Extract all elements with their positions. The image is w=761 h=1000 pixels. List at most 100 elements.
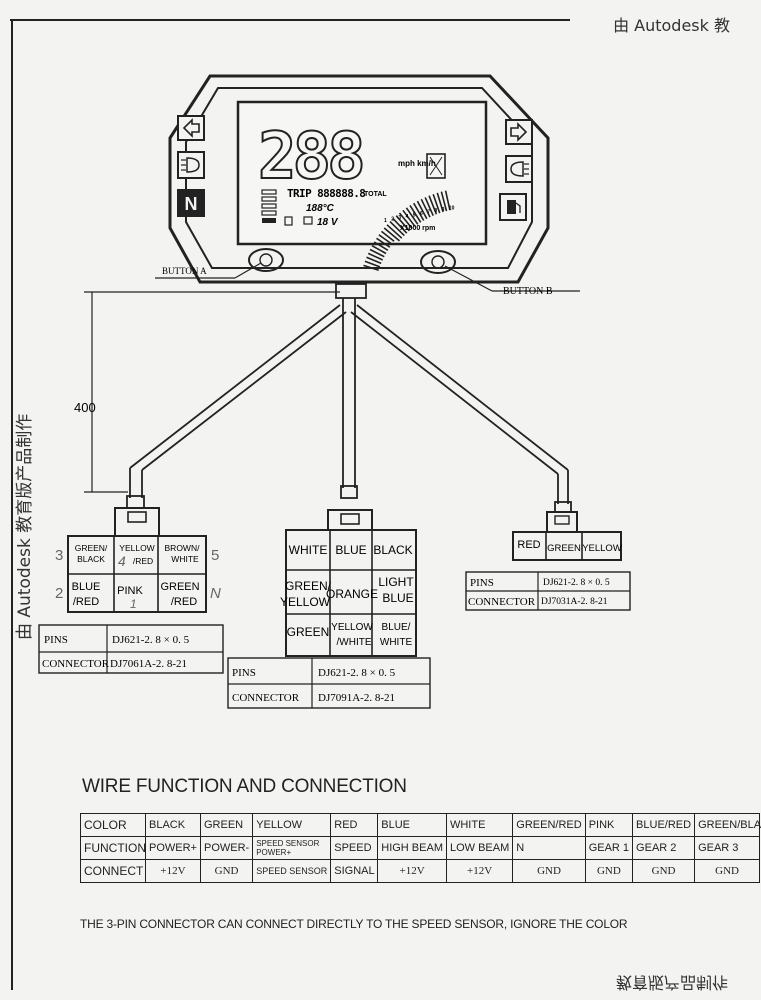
wire-table-cell: WHITE [445, 813, 514, 837]
wire-table-cell: BLUE/RED [632, 813, 696, 837]
svg-text:WHITE: WHITE [289, 543, 328, 557]
button-a-label: BUTTON A [162, 266, 207, 276]
rpm-bar [364, 260, 381, 268]
rpm-bar [389, 221, 405, 237]
connector-left: GREEN/ BLACK YELLOW /RED BROWN/ WHITE BL… [38, 507, 224, 674]
wire-table-cell: PINK [584, 813, 634, 837]
wire-table-cell: GND [632, 859, 696, 883]
rpm-bar [366, 256, 382, 265]
neutral-icon: N [185, 194, 198, 214]
svg-text:YELLOW: YELLOW [331, 622, 373, 633]
wire-harness [126, 283, 572, 513]
rpm-bar [363, 264, 379, 272]
rpm-bar [413, 202, 425, 221]
rpm-bar [373, 241, 389, 251]
gear-digit-box [426, 153, 446, 179]
pin-n: N [210, 585, 221, 602]
wire-table-cell: YELLOW [252, 813, 332, 837]
rpm-bar [432, 193, 441, 214]
wire-table-cell: GND [584, 859, 634, 883]
rpm-tick-label: 9 [442, 207, 445, 213]
wire-table-cell: GEAR 1 [584, 836, 634, 860]
svg-text:BROWN/: BROWN/ [165, 543, 201, 553]
svg-text:PINS: PINS [470, 577, 494, 589]
rpm-bar [424, 197, 434, 217]
rpm-tick-label: 8 [434, 208, 437, 214]
fuel-small-icon [284, 216, 293, 226]
svg-text:/RED: /RED [171, 596, 197, 608]
svg-text:DJ621-2. 8 × 0. 5: DJ621-2. 8 × 0. 5 [543, 578, 610, 588]
wire-table-cell: +12V [377, 859, 447, 883]
wire-table-cell: SPEED SENSOR [252, 859, 332, 883]
svg-text:PINS: PINS [232, 667, 256, 679]
wiring-diagram: N 288 mph km/h TRIP 888888.8 TOTAL 188°C… [10, 19, 631, 990]
svg-text:GREEN: GREEN [160, 581, 199, 593]
rpm-tick-label: 10 [449, 205, 455, 211]
speed-unit-label: mph km/h [398, 159, 436, 168]
rpm-bar [398, 212, 413, 230]
wire-table-cell: SPEED SENSOR POWER+ [252, 836, 332, 860]
rpm-tick-label: 2 [391, 217, 394, 223]
connector-right: RED GREEN YELLOW PINS DJ621-2. 8 × 0. 5 … [465, 511, 631, 611]
rpm-bar [402, 209, 416, 227]
wire-table-cell: POWER- [199, 836, 254, 860]
button-a-cap[interactable] [259, 253, 273, 267]
rpm-bar [386, 224, 403, 239]
rpm-bar [405, 207, 419, 225]
rpm-unit: X1000 rpm [400, 225, 435, 232]
svg-text:DJ7031A-2. 8-21: DJ7031A-2. 8-21 [541, 597, 608, 607]
neutral-indicator [177, 189, 205, 217]
wire-table-header: CONNECT [80, 859, 146, 883]
rpm-tick-label: 4 [406, 214, 409, 220]
rpm-bar [371, 245, 387, 255]
rpm-tick-label: 1 [384, 218, 387, 224]
right-arrow-icon [510, 122, 528, 142]
wire-table-cell: HIGH BEAM [377, 836, 447, 860]
left-cell-0-0-a: GREEN/ [75, 543, 108, 553]
svg-text:YELLOW: YELLOW [280, 595, 331, 609]
svg-text:GREEN/: GREEN/ [285, 579, 332, 593]
svg-text:GREEN: GREEN [547, 543, 581, 554]
rpm-bar [440, 191, 448, 212]
svg-text:PINK: PINK [117, 585, 143, 597]
svg-text:/RED: /RED [133, 556, 153, 566]
svg-text:CONNECTOR: CONNECTOR [468, 596, 536, 608]
svg-text:BLUE: BLUE [72, 581, 101, 593]
button-b-label: BUTTON B [503, 286, 553, 297]
button-b-cap[interactable] [431, 255, 445, 269]
left-cell-0-0-b: BLACK [77, 554, 105, 564]
watermark-top: 由 Autodesk 教 [613, 16, 730, 35]
svg-text:GREEN: GREEN [287, 625, 330, 639]
svg-text:BLUE/: BLUE/ [382, 622, 411, 633]
rpm-bar [367, 252, 384, 261]
wire-table-cell: GND [694, 859, 761, 883]
svg-text:DJ621-2. 8 × 0. 5: DJ621-2. 8 × 0. 5 [112, 634, 190, 646]
sensor-note: THE 3-PIN CONNECTOR CAN CONNECT DIRECTLY… [80, 917, 628, 931]
temperature-readout: 188°C [306, 203, 335, 214]
rpm-bar [409, 204, 422, 223]
rpm-bar [420, 198, 431, 218]
rpm-tick-label: 5 [413, 212, 416, 218]
button-a[interactable] [248, 248, 284, 272]
wire-table-cell: GREEN/BLA [694, 813, 761, 837]
battery-icon [303, 216, 313, 225]
odometer-readout: TRIP 888888.8 [287, 187, 365, 200]
wire-table-cell: GND [199, 859, 254, 883]
svg-text:DJ621-2. 8 × 0. 5: DJ621-2. 8 × 0. 5 [318, 667, 396, 679]
rpm-bar [428, 195, 438, 215]
wire-table-cell: GEAR 2 [632, 836, 696, 860]
rpm-bar [383, 227, 401, 242]
svg-text:YELLOW: YELLOW [582, 543, 622, 554]
connector-middle: WHITE BLUE BLACK GREEN/ YELLOW ORANGE LI… [227, 509, 431, 709]
wire-table-cell: SPEED [330, 836, 379, 860]
pin-2: 2 [55, 585, 63, 602]
svg-text:DJ7061A-2. 8-21: DJ7061A-2. 8-21 [110, 658, 187, 670]
button-b[interactable] [420, 250, 456, 274]
svg-text:YELLOW: YELLOW [119, 543, 154, 553]
odometer-tag: TOTAL [364, 191, 387, 198]
